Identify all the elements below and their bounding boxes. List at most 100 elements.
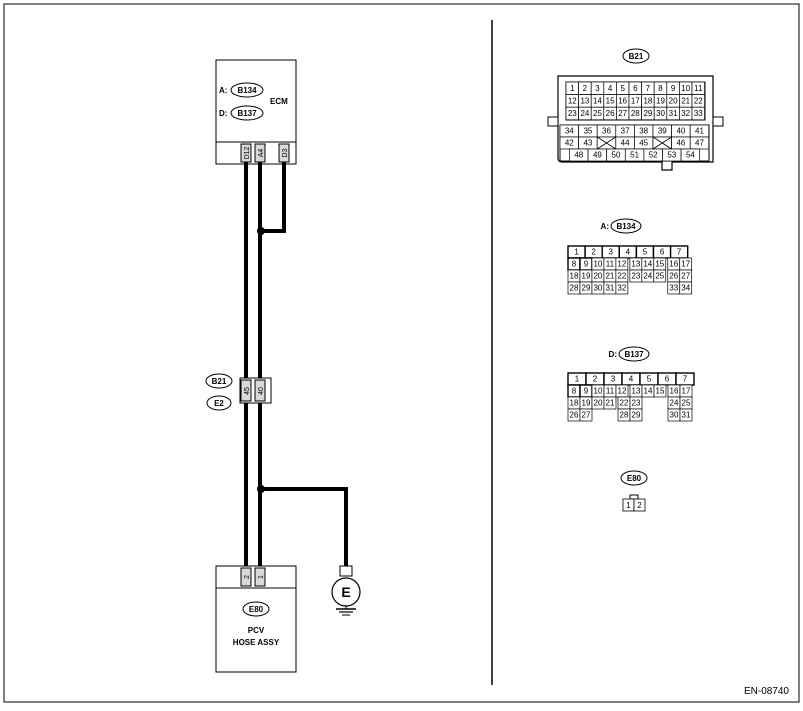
pcv-name-line2: HOSE ASSY: [233, 638, 280, 647]
b21-pin-54: 54: [680, 148, 701, 162]
b134-pin-23-label: 23: [631, 272, 640, 281]
b137-pin-16: 16: [667, 384, 681, 398]
b21-pin-29: 29: [641, 106, 655, 121]
b21-pin-51-label: 51: [630, 151, 639, 160]
b21-pin-23-label: 23: [568, 109, 577, 118]
e80-pin-1: 1: [626, 501, 631, 510]
ecm-unit: D12 A4 D3 A: B134 D: B137 ECM: [215, 59, 297, 165]
b21-pin-6-label: 6: [633, 84, 638, 93]
wires: [244, 162, 348, 566]
b21-pin-35: 35: [578, 124, 598, 138]
ecm-box: [215, 59, 297, 143]
b134-pin-28-label: 28: [570, 284, 579, 293]
b134-prefix: A:: [601, 222, 609, 231]
b21-pin-43: 43: [578, 136, 598, 150]
b21-pin-27: 27: [616, 106, 630, 121]
b137-pin-31-label: 31: [682, 411, 691, 420]
b21-pin-40-label: 40: [676, 127, 685, 136]
b21-pin-12: 12: [565, 94, 579, 108]
junction-e2-oval: [206, 395, 232, 411]
ground-lug: [339, 565, 353, 577]
pcv-e80-code: E80: [249, 605, 264, 614]
b134-pin-28: 28: [567, 281, 581, 295]
b21-pin-25: 25: [590, 106, 605, 121]
b134-pin-26-label: 26: [669, 272, 678, 281]
b21-pin-33-frame: [691, 106, 705, 121]
b137-pin-13-label: 13: [632, 387, 641, 396]
b134-pin-30: 30: [591, 281, 605, 295]
b21-pin-49-label: 49: [593, 151, 602, 160]
b134-pin-20: 20: [591, 269, 605, 283]
b134-pin-7-label: 7: [677, 248, 682, 257]
b134-title-oval: [610, 218, 642, 234]
b134-pin-29-label: 29: [582, 284, 591, 293]
ecm-conn-a-prefix: A:: [219, 86, 227, 95]
b21-pin-19-label: 19: [656, 97, 665, 106]
b21-pin-7-label: 7: [646, 84, 651, 93]
pcv-hose-assy: 2 1 E80 PCV HOSE ASSY: [215, 565, 297, 673]
b21-pin-26: 26: [603, 106, 617, 121]
ecm-conn-a-code: B134: [237, 86, 257, 95]
b134-pin-12-label: 12: [617, 260, 626, 269]
junction-connector: 45 40 B21 E2: [205, 373, 272, 411]
b21-pin-37: 37: [615, 124, 635, 138]
b134-pin-15: 15: [653, 257, 667, 271]
b21-pin-24: 24: [578, 106, 592, 121]
junction-b21-code: B21: [212, 377, 227, 386]
e80-title-oval: [620, 470, 648, 486]
b137-pin-7: 7: [675, 372, 695, 386]
ecm-pin-a4-label: A4: [258, 149, 265, 158]
b137-pin-11: 11: [603, 384, 617, 398]
b134-pin-8-label: 8: [572, 260, 577, 269]
b137-pin-17-label: 17: [682, 387, 691, 396]
pcv-name-line1: PCV: [248, 626, 265, 635]
b134-pin-33: 33: [667, 281, 681, 295]
b21-pin-34-label: 34: [565, 127, 574, 136]
b137-pin-31-frame: [679, 408, 693, 422]
b21-right-tab: [712, 116, 724, 127]
b134-pin-33-label: 33: [669, 284, 678, 293]
b21-pin-41-label: 41: [695, 127, 704, 136]
b137-pin-29: 29: [629, 408, 643, 422]
b21-pin-21-label: 21: [681, 97, 690, 106]
b137-pin-13: 13: [629, 384, 643, 398]
b21-pin-1-label: 1: [570, 84, 575, 93]
ecm-conn-d-code: B137: [237, 109, 257, 118]
b137-pin-6: 6: [657, 372, 677, 386]
b21-pin-10-label: 10: [681, 84, 690, 93]
b134-pin-22: 22: [615, 269, 629, 283]
b21-pin-6: 6: [628, 81, 642, 95]
ecm-label: ECM: [270, 97, 288, 106]
b137-pin-11-label: 11: [606, 387, 615, 396]
b134-pin-18: 18: [567, 269, 581, 283]
b137-pin-30-label: 30: [670, 411, 679, 420]
b134-pin-31-label: 31: [605, 284, 614, 293]
b137-pin-12: 12: [615, 384, 629, 398]
b21-pin-18: 18: [641, 94, 655, 108]
b21-pin-16-label: 16: [618, 97, 627, 106]
b21-pin-36-label: 36: [602, 127, 611, 136]
b134-pin-17: 17: [679, 257, 693, 271]
b21-pin-39-label: 39: [658, 127, 667, 136]
b134-pin-6-label: 6: [660, 248, 665, 257]
b21-pin-12-label: 12: [568, 97, 577, 106]
b21-pin-blank: [596, 136, 617, 150]
b134-pin-18-label: 18: [570, 272, 579, 281]
b21-pin-46-label: 46: [676, 139, 685, 148]
b137-pin-23: 23: [629, 396, 643, 410]
b21-pin-43-label: 43: [583, 139, 592, 148]
b21-pin-7: 7: [641, 81, 655, 95]
b21-pin-44: 44: [615, 136, 635, 150]
b134-pin-17-label: 17: [681, 260, 690, 269]
b134-pin-34-label: 34: [681, 284, 690, 293]
b134-pin-4: 4: [618, 245, 638, 259]
b134-pin-2-label: 2: [591, 248, 596, 257]
b21-pin-3: 3: [590, 81, 605, 95]
b21-pin-20-label: 20: [669, 97, 678, 106]
b137-pin-21-frame: [603, 396, 617, 410]
b21-pin-17: 17: [628, 94, 642, 108]
b21-pin-13-label: 13: [580, 97, 589, 106]
ground-label: E: [341, 584, 350, 600]
b21-pin-9-label: 9: [671, 84, 676, 93]
b21-pin-53: 53: [662, 148, 682, 162]
